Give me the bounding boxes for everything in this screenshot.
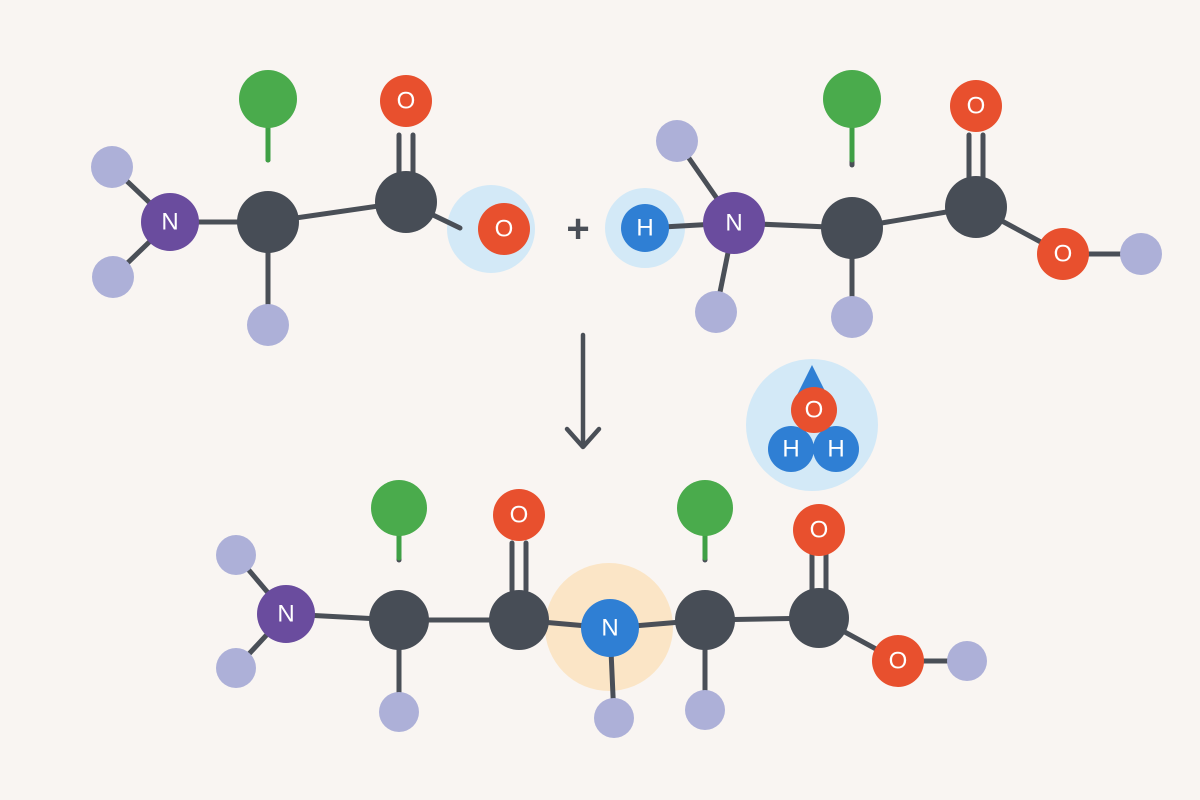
- arrow-down-icon: [564, 332, 602, 450]
- side-chain-r-group: [823, 70, 881, 128]
- hydrogen-label: H: [827, 436, 844, 463]
- carbonyl-oxygen-atom: [493, 489, 545, 541]
- hydrogen-atom: [92, 256, 134, 298]
- side-chain-r-group: [239, 70, 297, 128]
- hydrogen-atom: [656, 120, 698, 162]
- oxygen-label: O: [1054, 241, 1073, 268]
- oxygen-label: O: [889, 648, 908, 675]
- water-hydrogen-atom: [813, 426, 859, 472]
- alpha-carbon-atom: [237, 191, 299, 253]
- hydrogen-atom: [685, 690, 725, 730]
- peptide-nitrogen-atom: [581, 599, 639, 657]
- oxygen-label: O: [397, 88, 416, 115]
- dipeptide: N O N O O: [216, 480, 987, 738]
- hydrogen-atom: [379, 692, 419, 732]
- hydrogen-atom: [695, 291, 737, 333]
- nitrogen-label: N: [601, 615, 618, 642]
- water-hydrogen-atom: [768, 426, 814, 472]
- nitrogen-atom: [257, 585, 315, 643]
- hydrogen-atom: [1120, 233, 1162, 275]
- amino-acid-2: H N O O: [621, 70, 1162, 338]
- hydrogen-atom: [216, 648, 256, 688]
- carbonyl-carbon-atom: [945, 176, 1007, 238]
- carbonyl-oxygen-atom: [380, 75, 432, 127]
- hydrogen-atom: [831, 296, 873, 338]
- oxygen-label: O: [967, 93, 986, 120]
- nitrogen-label: N: [277, 601, 294, 628]
- hydrogen-atom: [247, 304, 289, 346]
- hydrogen-atom: [947, 641, 987, 681]
- oxygen-label: O: [495, 216, 514, 243]
- nitrogen-label: N: [725, 210, 742, 237]
- carbonyl-carbon-atom: [489, 590, 549, 650]
- nitrogen-label: N: [161, 209, 178, 236]
- hydrogen-atom: [91, 146, 133, 188]
- oxygen-label: O: [510, 502, 529, 529]
- alpha-carbon-atom: [675, 590, 735, 650]
- oxygen-label: O: [805, 397, 824, 424]
- alpha-carbon-atom: [369, 590, 429, 650]
- hydroxyl-oxygen-atom: [1037, 228, 1089, 280]
- amino-acid-1: N O O: [91, 70, 530, 346]
- carbonyl-oxygen-atom: [793, 504, 845, 556]
- water-oxygen-atom: [791, 387, 837, 433]
- plus-sign: +: [566, 207, 589, 251]
- water-molecule: H H O: [768, 365, 859, 472]
- alpha-carbon-atom: [821, 197, 883, 259]
- hydroxyl-oxygen-atom: [872, 635, 924, 687]
- carbonyl-oxygen-atom: [950, 80, 1002, 132]
- side-chain-r-group: [371, 480, 427, 536]
- hydrogen-atom: [594, 698, 634, 738]
- carbonyl-carbon-atom: [375, 171, 437, 233]
- hydrogen-label: H: [782, 436, 799, 463]
- oxygen-label: O: [810, 517, 829, 544]
- nitrogen-atom: [141, 193, 199, 251]
- hydroxyl-oxygen-atom: [478, 203, 530, 255]
- leaving-hydrogen-atom: [621, 204, 669, 252]
- hydrogen-atom: [216, 535, 256, 575]
- carbonyl-carbon-atom: [789, 588, 849, 648]
- side-chain-r-group: [677, 480, 733, 536]
- hydrogen-label: H: [636, 215, 653, 242]
- nitrogen-atom: [703, 192, 765, 254]
